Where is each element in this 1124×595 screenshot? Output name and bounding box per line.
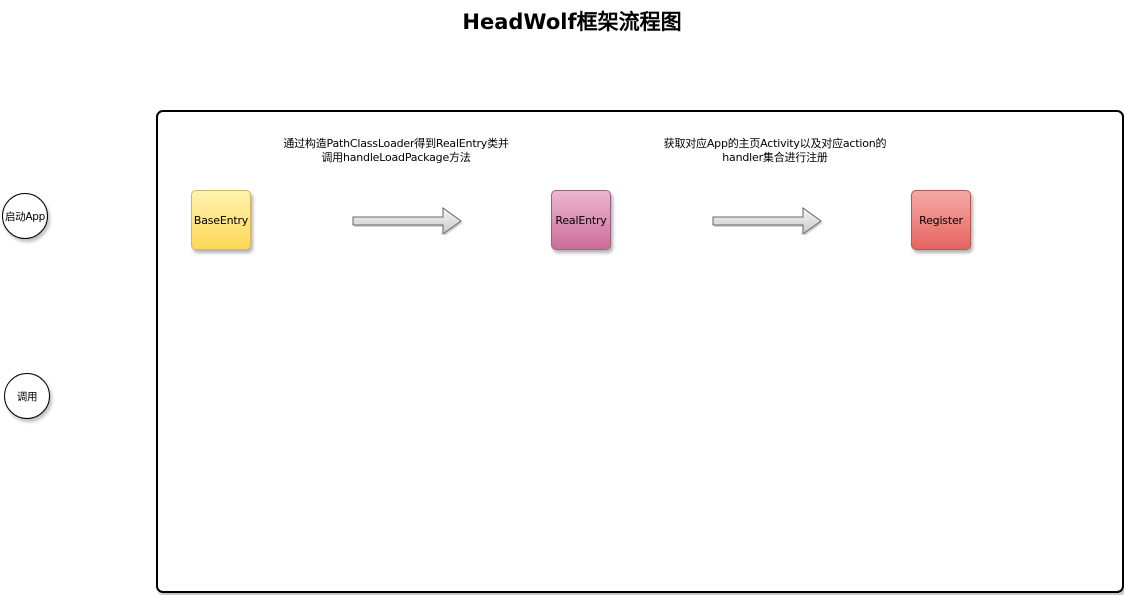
- node-register-label: Register: [919, 213, 963, 227]
- legend-call-label: 调用: [16, 390, 38, 403]
- node-base-entry-label: BaseEntry: [193, 213, 249, 227]
- arrow-real-to-register[interactable]: [708, 203, 826, 239]
- arrow-base-to-real[interactable]: [348, 203, 466, 239]
- node-base-entry[interactable]: BaseEntry: [191, 190, 251, 250]
- edge-label-base-to-real: 通过构造PathClassLoader得到RealEntry类并 调用handl…: [283, 137, 509, 164]
- node-register[interactable]: Register: [911, 190, 971, 250]
- legend-call[interactable]: 调用: [4, 373, 50, 419]
- node-real-entry[interactable]: RealEntry: [551, 190, 611, 250]
- diagram-title: HeadWolf框架流程图: [462, 10, 682, 34]
- edge-label-real-to-register: 获取对应App的主页Activity以及对应action的 handler集合进…: [663, 137, 887, 164]
- flow-container[interactable]: [156, 110, 1124, 593]
- legend-start-app-label: 启动App: [4, 210, 45, 223]
- legend-start-app[interactable]: 启动App: [2, 193, 48, 239]
- node-real-entry-label: RealEntry: [555, 213, 607, 227]
